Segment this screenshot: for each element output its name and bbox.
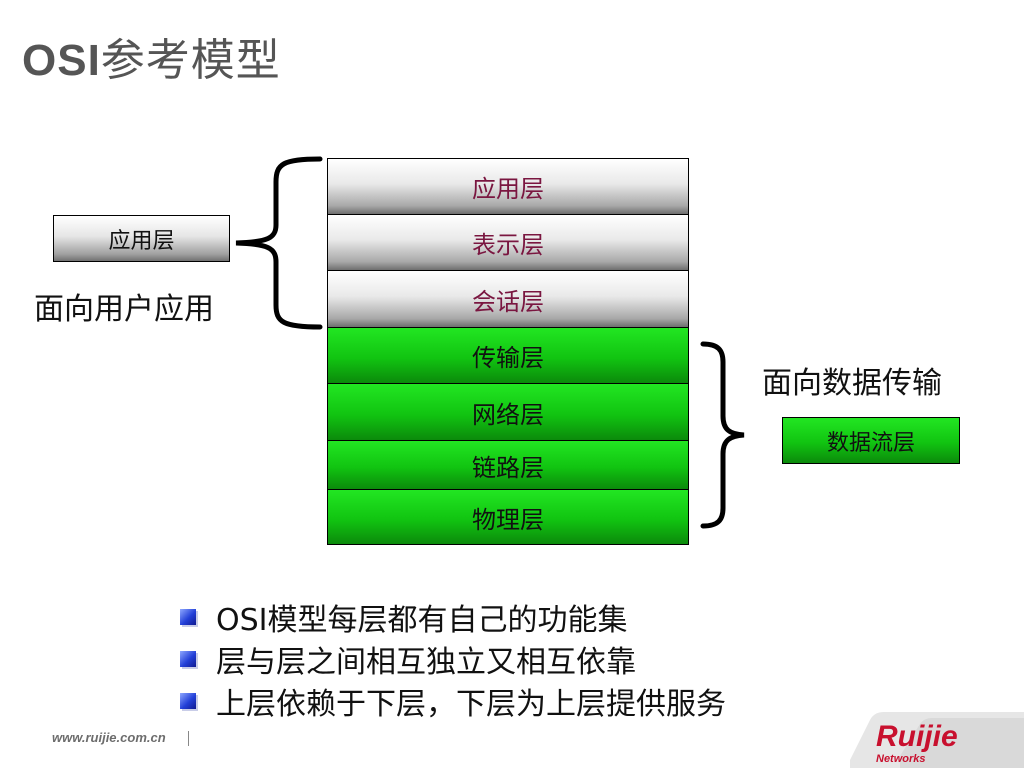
logo-brand-text: Ruijie bbox=[876, 720, 958, 753]
bullet-item: 上层依赖于下层，下层为上层提供服务 bbox=[180, 680, 726, 722]
square-bullet-icon bbox=[180, 651, 196, 667]
data-transfer-caption: 面向数据传输 bbox=[762, 366, 942, 401]
layer-label: 物理层 bbox=[472, 505, 544, 534]
app-layer-box: 应用层 bbox=[53, 215, 230, 262]
bullet-text: 层与层之间相互独立又相互依靠 bbox=[216, 645, 636, 680]
right-brace-icon bbox=[700, 341, 745, 529]
title-cn: 参考模型 bbox=[100, 35, 281, 86]
square-bullet-icon bbox=[180, 609, 196, 625]
layer-physical: 物理层 bbox=[327, 489, 689, 545]
footer-url: www.ruijie.com.cn bbox=[52, 730, 166, 745]
bullet-item: 层与层之间相互独立又相互依靠 bbox=[180, 638, 726, 680]
bullet-item: OSI模型每层都有自己的功能集 bbox=[180, 596, 726, 638]
layer-label: 会话层 bbox=[472, 287, 544, 316]
layer-label: 网络层 bbox=[472, 400, 544, 429]
bullet-text: OSI模型每层都有自己的功能集 bbox=[216, 603, 628, 638]
layer-presentation: 表示层 bbox=[327, 214, 689, 271]
bullet-text: 上层依赖于下层，下层为上层提供服务 bbox=[216, 687, 726, 722]
footer-divider bbox=[188, 731, 189, 746]
layer-datalink: 链路层 bbox=[327, 440, 689, 490]
square-bullet-icon bbox=[180, 693, 196, 709]
layer-transport: 传输层 bbox=[327, 327, 689, 384]
logo-background-icon: Ruijie Networks bbox=[850, 712, 1024, 768]
layer-label: 链路层 bbox=[472, 453, 544, 482]
data-flow-box: 数据流层 bbox=[782, 417, 960, 464]
layer-network: 网络层 bbox=[327, 383, 689, 441]
layer-application: 应用层 bbox=[327, 158, 689, 215]
layer-label: 表示层 bbox=[472, 231, 544, 259]
layer-label: 应用层 bbox=[472, 175, 544, 203]
app-layer-box-label: 应用层 bbox=[108, 228, 175, 254]
left-brace-icon bbox=[235, 156, 323, 330]
page-title: OSI参考模型 bbox=[22, 24, 281, 88]
layer-label: 传输层 bbox=[472, 344, 544, 372]
title-latin: OSI bbox=[22, 36, 101, 85]
bullet-list: OSI模型每层都有自己的功能集 层与层之间相互独立又相互依靠 上层依赖于下层，下… bbox=[180, 596, 726, 722]
logo-sub-text: Networks bbox=[876, 753, 926, 765]
data-flow-box-label: 数据流层 bbox=[826, 430, 915, 456]
ruijie-logo: Ruijie Networks bbox=[840, 700, 1024, 768]
user-app-caption: 面向用户应用 bbox=[34, 292, 214, 327]
